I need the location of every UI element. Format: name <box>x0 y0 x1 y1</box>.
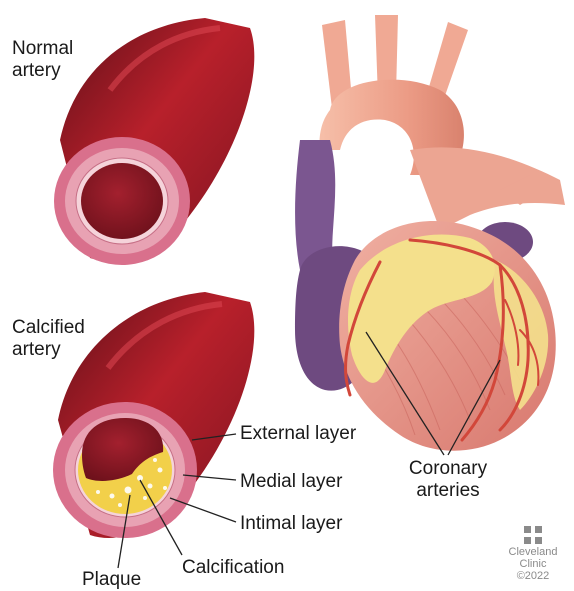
calcified-artery-title-line2: artery <box>12 339 85 361</box>
intimal-layer-label: Intimal layer <box>240 513 342 535</box>
calcification-label: Calcification <box>182 557 284 579</box>
medial-layer-label: Medial layer <box>240 471 342 493</box>
coronary-arteries-line2: arteries <box>400 480 496 502</box>
external-layer-label: External layer <box>240 423 356 445</box>
cleveland-clinic-credit: Cleveland Clinic ©2022 <box>502 526 564 582</box>
credit-year: ©2022 <box>502 570 564 582</box>
calcified-artery-title-line1: Calcified <box>12 317 85 339</box>
cleveland-clinic-logo-icon <box>524 526 542 544</box>
plaque-label: Plaque <box>82 569 141 591</box>
credit-name-line1: Cleveland <box>502 546 564 558</box>
heart-drawing <box>295 15 565 451</box>
normal-artery-drawing <box>54 18 254 265</box>
normal-artery-title-line2: artery <box>12 60 73 82</box>
credit-name-line2: Clinic <box>502 558 564 570</box>
normal-artery-title: Normal artery <box>12 38 73 82</box>
normal-artery-title-line1: Normal <box>12 38 73 60</box>
coronary-arteries-line1: Coronary <box>400 458 496 480</box>
normal-artery-lumen <box>81 163 163 239</box>
coronary-arteries-label: Coronary arteries <box>400 458 496 502</box>
calcified-artery-title: Calcified artery <box>12 317 85 361</box>
